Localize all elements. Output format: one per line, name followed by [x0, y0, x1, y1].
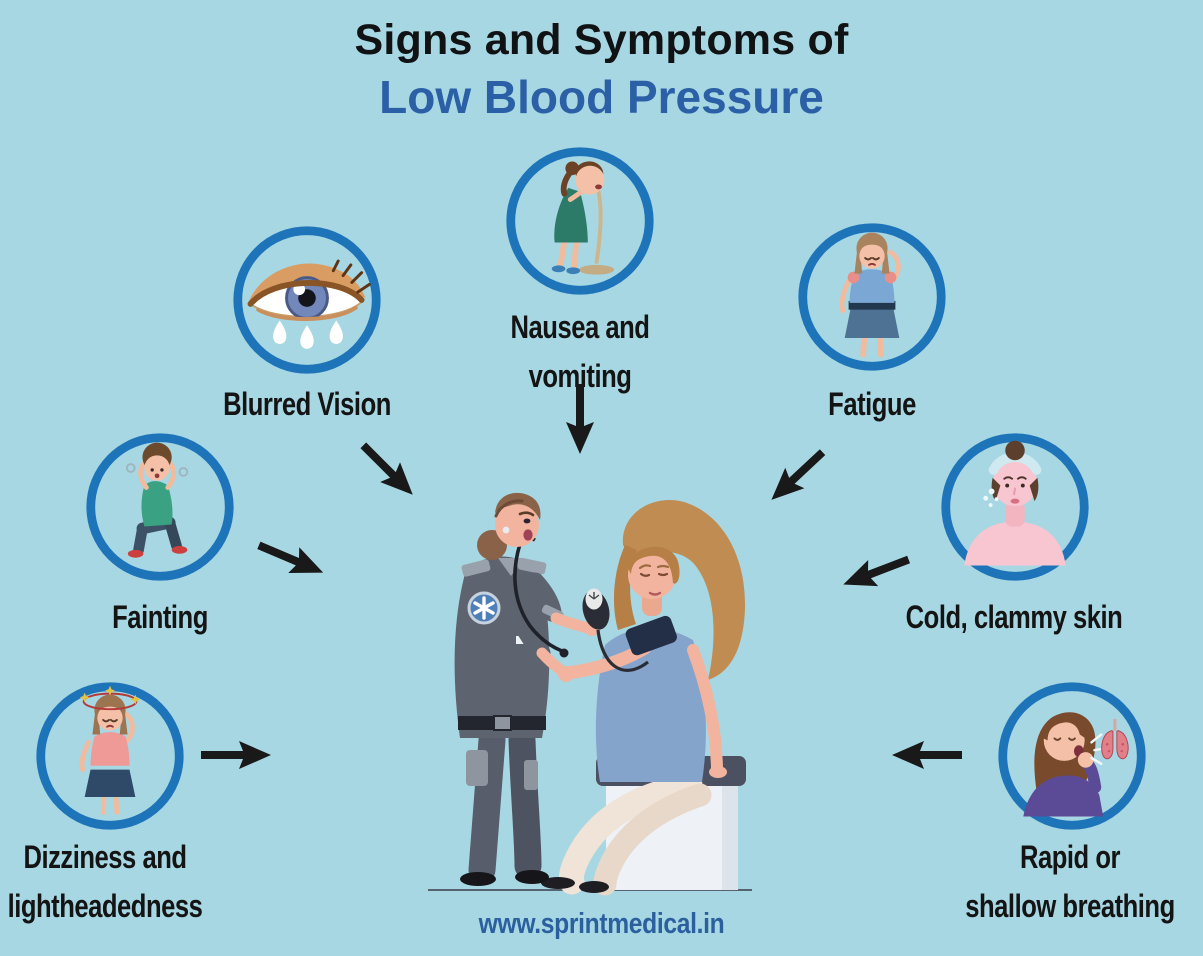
label-nausea-vomiting: Nausea and vomiting [430, 303, 730, 401]
symptom-label-line: Cold, clammy skin [905, 599, 1123, 635]
arrow-cold-clammy-icon [838, 545, 914, 598]
stethoscope [513, 543, 563, 653]
symptom-label-line: Dizziness and [23, 839, 187, 875]
symptom-label-line: Rapid or [1020, 839, 1120, 875]
nurse-paramedic [454, 492, 649, 886]
fatigue-node [794, 219, 950, 375]
nausea-vomiting-node [502, 143, 658, 299]
nausea-vomiting-icon [506, 147, 654, 295]
label-cold-clammy-skin: Cold, clammy skin [864, 597, 1164, 637]
fainting-icon [86, 433, 234, 581]
patient-woman [541, 499, 746, 896]
fatigue-icon [798, 223, 946, 371]
dizziness-node [32, 678, 188, 834]
rapid-breathing-icon [998, 682, 1146, 830]
blurred-vision-icon [233, 226, 381, 374]
label-fatigue: Fatigue [722, 384, 1022, 424]
arrow-rapid-breathing-icon [892, 740, 962, 770]
dizziness-icon [36, 682, 184, 830]
label-dizziness: Dizziness and lightheadedness [0, 833, 255, 931]
arrow-fatigue-icon [761, 441, 833, 511]
symptom-label-line: Nausea and [510, 309, 650, 345]
blurred-vision-node [229, 222, 385, 378]
cold-clammy-skin-icon [941, 433, 1089, 581]
label-fainting: Fainting [10, 597, 310, 637]
symptom-label-line: lightheadedness [7, 888, 203, 924]
symptom-label-line: shallow breathing [965, 888, 1175, 924]
symptom-label-line: Blurred Vision [223, 386, 391, 422]
label-rapid-breathing: Rapid or shallow breathing [920, 833, 1203, 931]
title-line-1: Signs and Symptoms of [354, 16, 849, 64]
arrow-dizziness-icon [201, 740, 271, 770]
title-line-2: Low Blood Pressure [379, 71, 824, 123]
arrow-nausea-icon [565, 384, 595, 454]
symptom-label-line: Fatigue [828, 386, 916, 422]
label-blurred-vision: Blurred Vision [157, 384, 457, 424]
central-illustration [428, 492, 752, 896]
bp-gauge [582, 588, 649, 672]
fainting-node [82, 429, 238, 585]
arrow-fainting-icon [253, 532, 329, 587]
rapid-breathing-node [994, 678, 1150, 834]
blood-pressure-cuff [625, 615, 677, 656]
symptom-label-line: Fainting [112, 599, 208, 635]
arrow-blurred-vision-icon [353, 435, 424, 506]
page-title: Signs and Symptoms of Low Blood Pressure [0, 16, 1203, 124]
cold-clammy-skin-node [937, 429, 1093, 585]
website-url: www.sprintmedical.in [478, 908, 725, 940]
